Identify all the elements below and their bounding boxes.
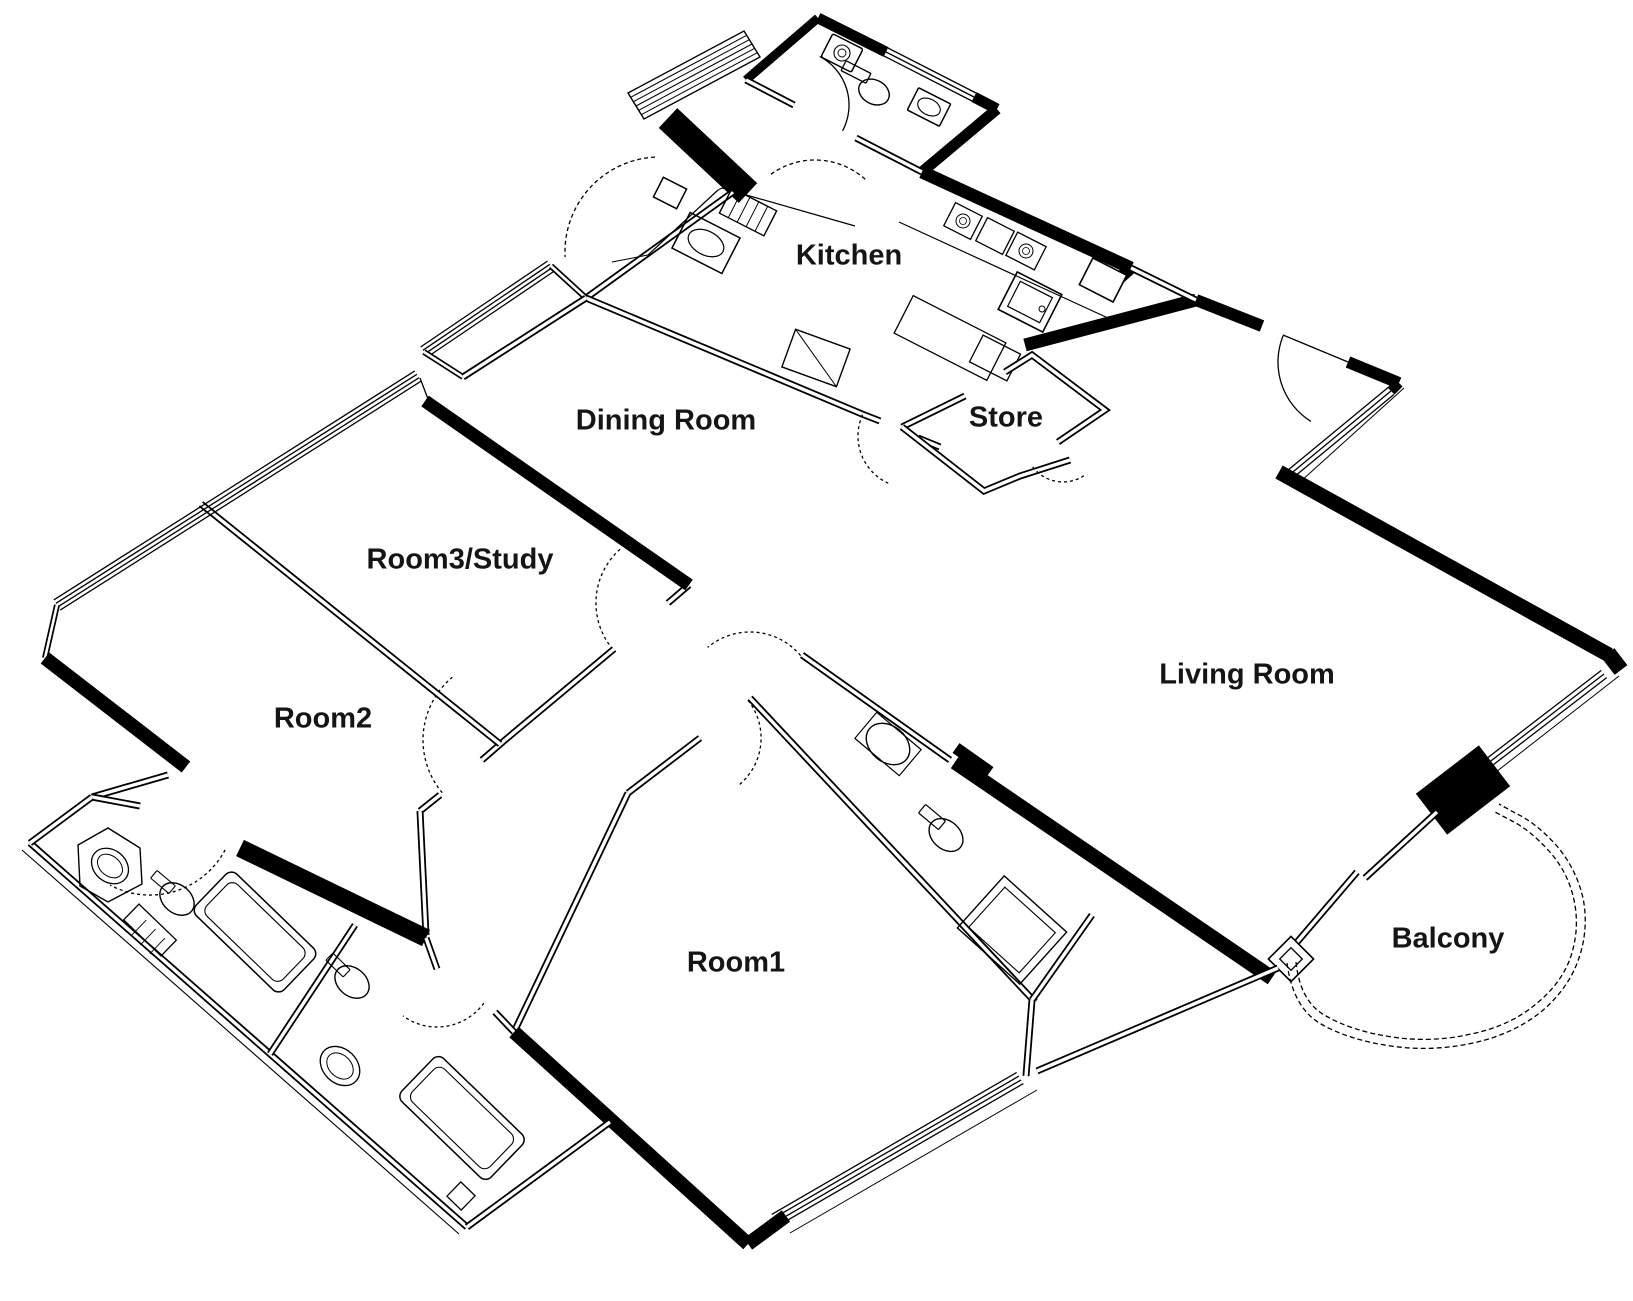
room-label-room3-study: Room3/Study [366,543,554,576]
room-label-balcony: Balcony [1391,922,1505,955]
room-label-room1: Room1 [686,946,786,979]
room-label-store: Store [968,401,1044,434]
room-label-living-room: Living Room [1159,658,1335,691]
room-label-dining-room: Dining Room [575,404,757,437]
room-label-kitchen: Kitchen [795,239,903,272]
room-label-room2: Room2 [273,702,373,735]
